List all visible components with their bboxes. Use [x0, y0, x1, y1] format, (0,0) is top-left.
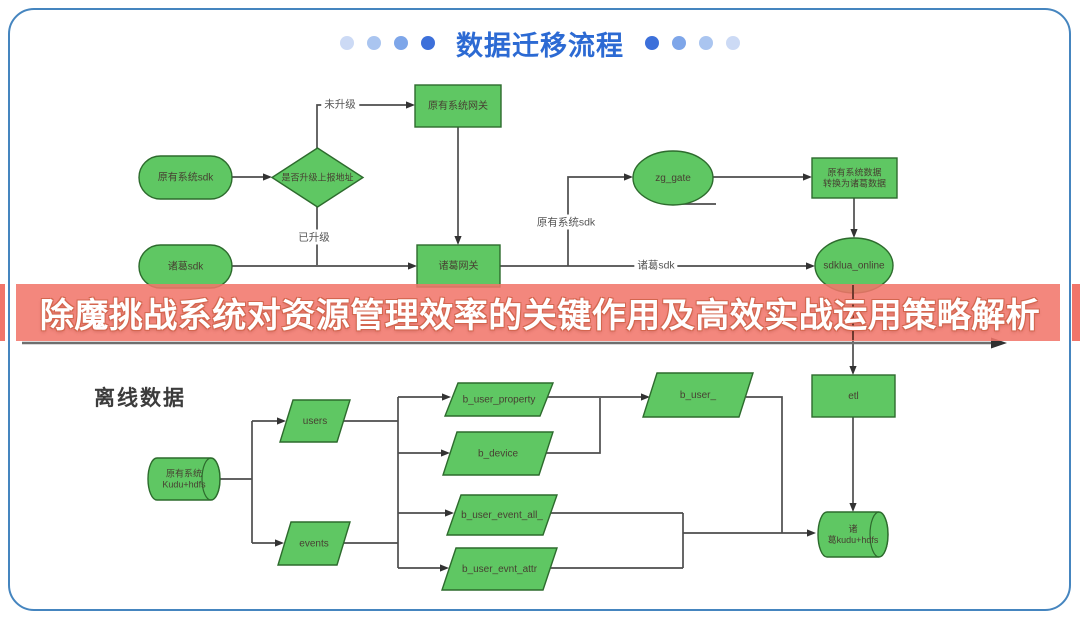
node-b-user-evnt-attr — [441, 547, 558, 591]
node-zhuge-kudu-hdfs-lid — [869, 511, 889, 558]
arrow-head — [408, 262, 417, 270]
title-dot — [340, 36, 354, 50]
title-dot — [645, 36, 659, 50]
edge-label: 未升级 — [321, 96, 359, 112]
node-zhuge-kudu-hdfs-label: 诸葛kudu+hdfs — [828, 524, 879, 545]
arrow-head — [641, 393, 650, 401]
node-sdklua-online-label: sdklua_online — [823, 260, 885, 271]
node-b-user-event-all-label: b_user_event_all_ — [461, 510, 543, 521]
arrow-head — [441, 449, 450, 457]
offline-data-section-label: 离线数据 — [94, 387, 186, 410]
title-dot — [699, 36, 713, 50]
node-origin-gateway — [414, 84, 502, 128]
title-dots-right — [645, 36, 740, 50]
node-zg-gate — [632, 150, 714, 206]
title-dots-left — [340, 36, 435, 50]
page-title: 数据迁移流程 — [456, 30, 624, 61]
title-dot — [421, 36, 435, 50]
node-b-user — [642, 372, 754, 418]
arrow-head — [454, 236, 462, 245]
node-upgrade-decision-label: 是否升级上报地址 — [281, 172, 353, 183]
node-users-label: users — [303, 416, 327, 427]
title-dot — [394, 36, 408, 50]
arrow-head — [807, 529, 816, 537]
edge-label: 原有系统sdk — [533, 214, 599, 230]
node-zg-gate-label: zg_gate — [655, 173, 691, 184]
node-b-user-property — [443, 382, 555, 417]
node-convert-data-label: 原有系统数据转换为诸葛数据 — [823, 167, 886, 189]
node-origin-sdk — [138, 155, 233, 200]
arrow-head — [442, 393, 451, 401]
diagram-title-row: 数据迁移流程 — [0, 27, 1080, 61]
arrow-head — [806, 262, 815, 270]
node-etl — [811, 374, 896, 418]
node-upgrade-decision — [270, 147, 365, 208]
connector-line — [316, 104, 406, 148]
arrow-head — [850, 229, 858, 238]
node-origin-kudu-hdfs-lid — [201, 457, 221, 501]
node-b-device-label: b_device — [478, 448, 518, 459]
arrow-head — [445, 509, 454, 517]
arrow-head — [803, 173, 812, 181]
title-dot — [672, 36, 686, 50]
node-events — [277, 521, 351, 566]
arrow-head — [263, 173, 272, 181]
banner-overlay — [16, 284, 1060, 341]
edge-label: 已升级 — [295, 229, 333, 245]
node-convert-data — [811, 157, 898, 199]
arrow-head — [849, 366, 857, 375]
connector-line — [546, 398, 601, 454]
node-b-user-property-label: b_user_property — [463, 394, 536, 405]
arrow-head — [277, 417, 286, 425]
connector-line — [567, 176, 624, 266]
title-dot — [367, 36, 381, 50]
banner-edge-strip-right — [1072, 284, 1080, 341]
node-etl-label: etl — [848, 391, 859, 402]
node-b-device — [442, 431, 554, 476]
node-b-user-evnt-attr-label: b_user_evnt_attr — [462, 564, 538, 575]
node-origin-sdk-label: 原有系统sdk — [158, 170, 215, 183]
edge-label: 诸葛sdk — [634, 257, 678, 273]
node-zhuge-sdk-label: 诸葛sdk — [168, 259, 205, 272]
banner-edge-strip-left — [0, 284, 5, 341]
connector-line — [746, 396, 783, 533]
arrow-head — [406, 101, 415, 109]
arrow-head — [440, 564, 449, 572]
arrow-head — [624, 173, 633, 181]
node-b-user-event-all — [446, 494, 558, 536]
connector-over-banner — [852, 285, 854, 340]
banner-headline: 除魔挑战系统对资源管理效率的关键作用及高效实战运用策略解析 — [39, 297, 1041, 335]
arrow-head — [275, 539, 284, 547]
node-users — [279, 399, 351, 443]
node-events-label: events — [299, 538, 328, 549]
arrow-head — [849, 503, 857, 512]
node-origin-gateway-label: 原有系统网关 — [428, 99, 488, 112]
node-zhuge-gateway-label: 诸葛网关 — [439, 259, 479, 272]
title-dot — [726, 36, 740, 50]
node-b-user-label: b_user_ — [680, 390, 717, 401]
